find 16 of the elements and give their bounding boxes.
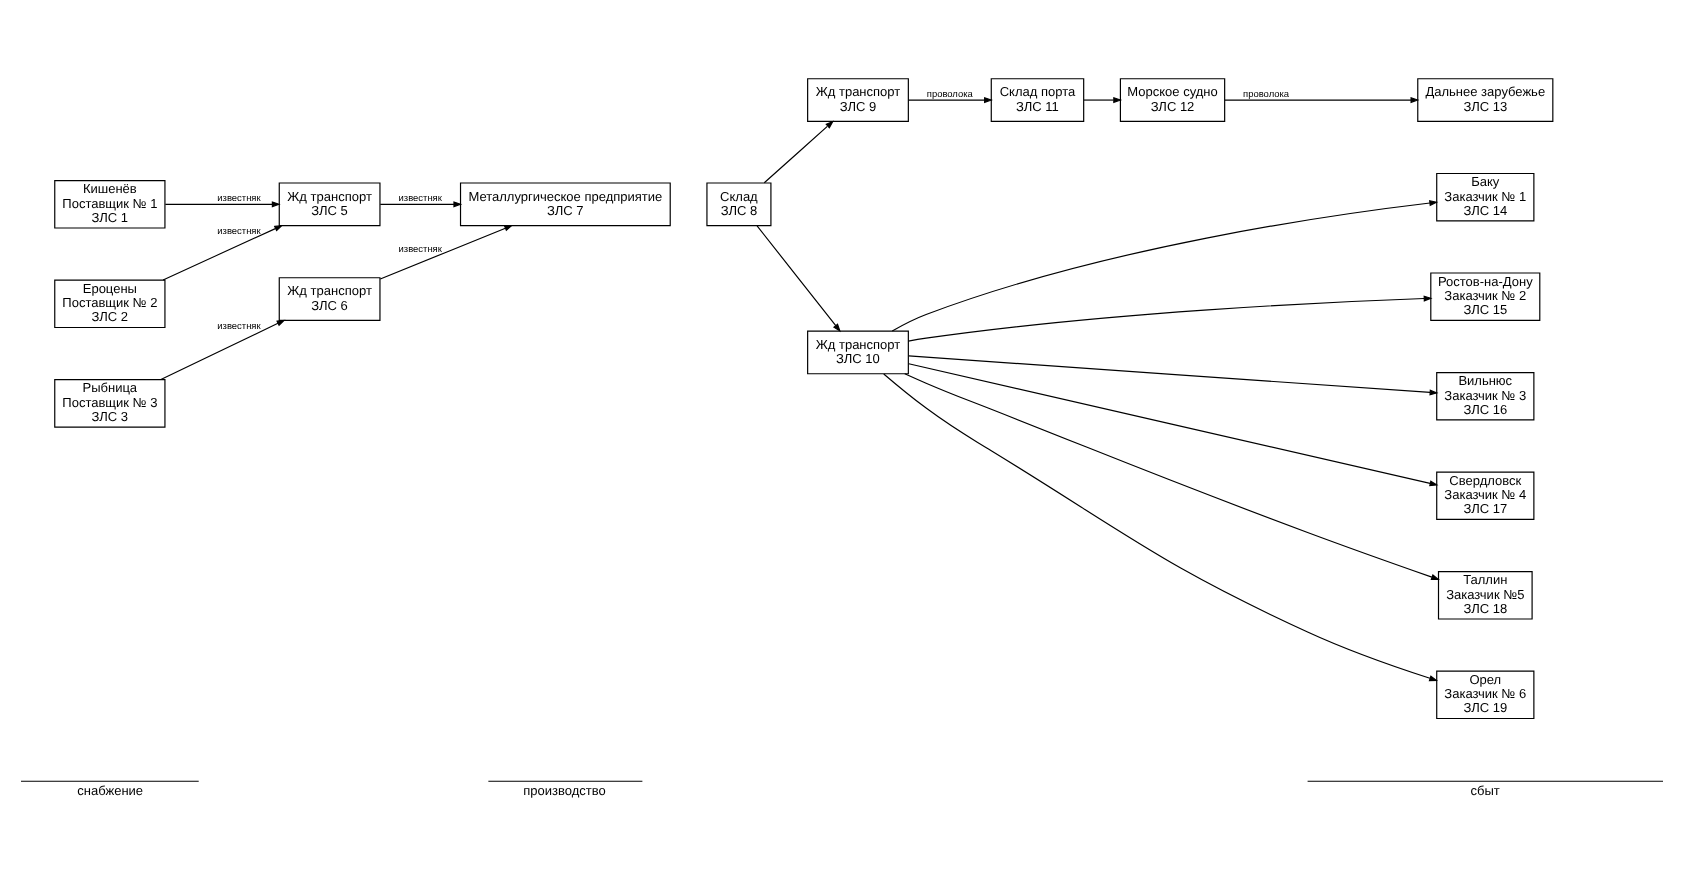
arrow xyxy=(379,224,514,279)
arrow xyxy=(908,362,1439,486)
arrow xyxy=(891,198,1439,331)
arrow xyxy=(763,119,834,183)
arrow xyxy=(164,200,281,207)
arrow xyxy=(1083,95,1123,103)
arrow xyxy=(162,224,284,280)
arrow xyxy=(160,318,286,379)
arrow xyxy=(907,95,993,103)
arrow xyxy=(756,224,841,332)
arrow xyxy=(1224,95,1420,103)
arrow xyxy=(904,372,1440,579)
arrow xyxy=(907,294,1433,341)
arrow xyxy=(908,354,1439,395)
arrow xyxy=(379,200,463,207)
arrow xyxy=(883,372,1439,681)
